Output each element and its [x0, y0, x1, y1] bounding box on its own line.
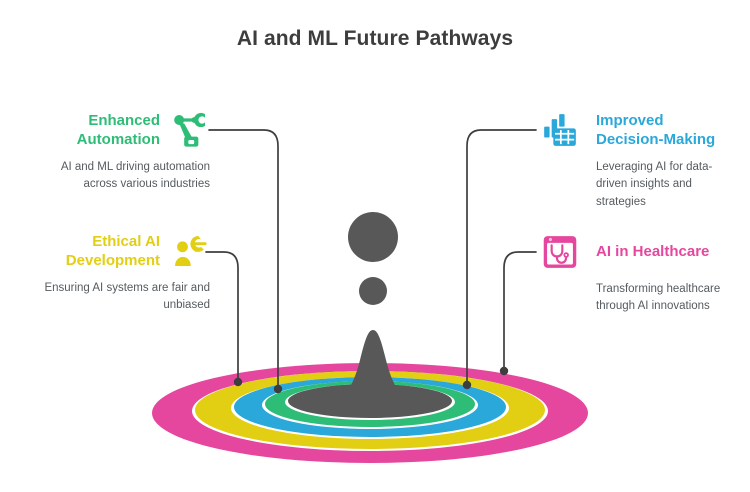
robot-arm-icon — [170, 110, 210, 150]
node-improved-decision-making[interactable]: Improved Decision-Making Leveraging AI f… — [540, 110, 746, 211]
node-description: AI and ML driving automation across vari… — [60, 161, 210, 191]
node-description: Transforming healthcare through AI innov… — [596, 283, 721, 313]
node-header: Enhanced Automation — [14, 110, 210, 150]
cone-spire — [325, 330, 421, 409]
page-title: AI and ML Future Pathways — [236, 27, 514, 50]
node-description: Leveraging AI for data-driven insights a… — [596, 161, 713, 208]
node-enhanced-automation[interactable]: Enhanced Automation — [14, 110, 210, 194]
node-title: AI in Healthcare — [588, 242, 709, 261]
ethics-person-icon — [170, 231, 210, 271]
node-title: Ethical AI Development — [66, 232, 162, 270]
bar-chart-grid-icon — [540, 110, 580, 150]
node-title-line2: Development — [65, 252, 160, 269]
floating-circle-large — [348, 212, 398, 262]
node-title-line2: Automation — [76, 131, 160, 148]
node-ai-in-healthcare[interactable]: AI in Healthcare Transforming healthcare… — [540, 232, 746, 316]
node-header: Ethical AI Development — [4, 231, 210, 271]
node-title-line2: Decision-Making — [596, 131, 716, 148]
node-description: Ensuring AI systems are fair and unbiase… — [44, 282, 210, 312]
node-title: Improved Decision-Making — [588, 111, 715, 149]
node-title-line1: AI in Healthcare — [596, 243, 710, 261]
node-header: AI in Healthcare — [540, 232, 746, 272]
node-title-line1: Ethical AI — [92, 232, 160, 250]
node-title: Enhanced Automation — [77, 111, 162, 149]
node-header: Improved Decision-Making — [540, 110, 746, 150]
node-title-line1: Improved — [596, 111, 664, 129]
floating-circle-small — [359, 277, 387, 305]
node-ethical-ai-development[interactable]: Ethical AI Development — [4, 231, 210, 315]
node-title-line1: Enhanced — [88, 111, 160, 129]
stethoscope-window-icon — [540, 232, 580, 272]
